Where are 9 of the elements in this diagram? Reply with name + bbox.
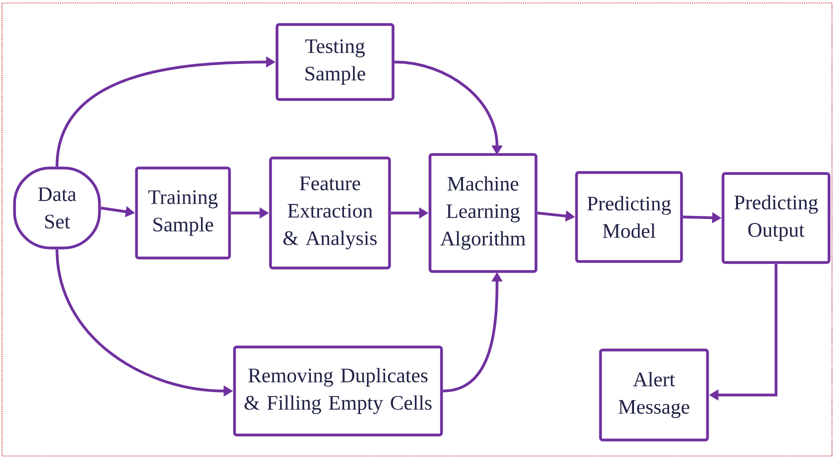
process-box: Alert Message: [599, 348, 709, 442]
terminal-box: Data Set: [13, 166, 101, 250]
process-box: Predicting Model: [575, 171, 683, 263]
process-box: Feature Extraction & Analysis: [269, 156, 391, 270]
process-box: Machine Learning Algorithm: [428, 153, 538, 273]
process-box: Removing Duplicates & Filling Empty Cells: [233, 346, 443, 436]
process-box: Testing Sample: [276, 23, 394, 101]
process-box: Training Sample: [135, 166, 231, 260]
process-box: Predicting Output: [722, 172, 830, 264]
